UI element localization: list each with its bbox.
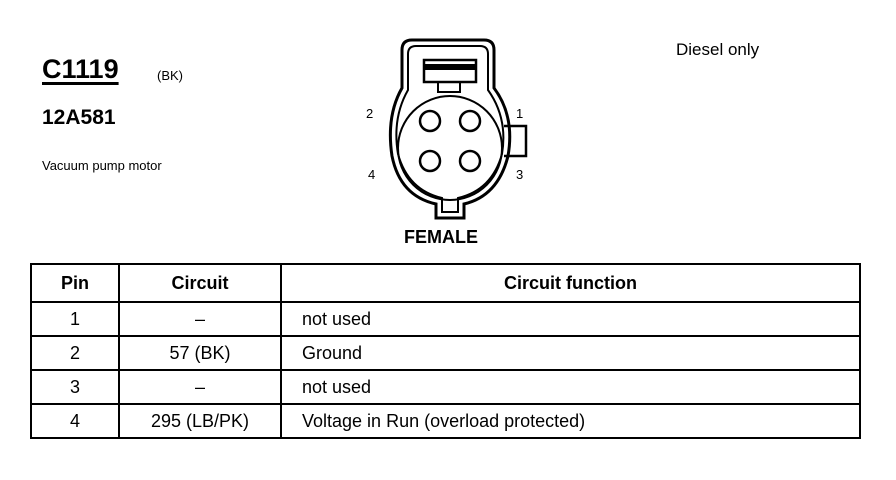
applicability-note: Diesel only bbox=[676, 40, 760, 59]
connector-gender-label: FEMALE bbox=[404, 227, 478, 247]
pin-cavity-3 bbox=[458, 149, 482, 173]
table-row: 2 57 (BK) Ground bbox=[30, 335, 861, 371]
cell-circuit: – bbox=[118, 301, 282, 337]
cell-circuit: – bbox=[118, 369, 282, 405]
table-row: 1 – not used bbox=[30, 301, 861, 337]
connector-face-diagram bbox=[388, 38, 528, 220]
part-number: 12A581 bbox=[42, 106, 116, 129]
table-row: 3 – not used bbox=[30, 369, 861, 405]
cell-pin: 1 bbox=[30, 301, 120, 337]
table-row: 4 295 (LB/PK) Voltage in Run (overload p… bbox=[30, 403, 861, 439]
locking-tab bbox=[422, 58, 478, 84]
header-circuit: Circuit bbox=[118, 263, 282, 303]
connector-housing-outline bbox=[388, 38, 512, 220]
table-header-row: Pin Circuit Circuit function bbox=[30, 263, 861, 303]
cell-pin: 4 bbox=[30, 403, 120, 439]
pin-label-3: 3 bbox=[516, 167, 524, 182]
cell-function: not used bbox=[280, 301, 861, 337]
pin-label-2: 2 bbox=[366, 106, 374, 121]
header-circuit-function: Circuit function bbox=[280, 263, 861, 303]
cell-circuit: 57 (BK) bbox=[118, 335, 282, 371]
cell-circuit: 295 (LB/PK) bbox=[118, 403, 282, 439]
connector-color-code: (BK) bbox=[157, 68, 183, 83]
pin-label-4: 4 bbox=[368, 167, 376, 182]
pin-cavity-1 bbox=[458, 109, 482, 133]
cell-pin: 2 bbox=[30, 335, 120, 371]
header-pin: Pin bbox=[30, 263, 120, 303]
cell-function: not used bbox=[280, 369, 861, 405]
pin-label-1: 1 bbox=[516, 106, 524, 121]
cell-function: Ground bbox=[280, 335, 861, 371]
pinout-table: Pin Circuit Circuit function 1 – not use… bbox=[30, 263, 861, 439]
connector-description: Vacuum pump motor bbox=[42, 158, 162, 173]
polarizing-key bbox=[504, 124, 528, 158]
cell-function: Voltage in Run (overload protected) bbox=[280, 403, 861, 439]
pin-cavity-4 bbox=[418, 149, 442, 173]
cell-pin: 3 bbox=[30, 369, 120, 405]
pin-cavity-2 bbox=[418, 109, 442, 133]
connector-id: C1119 bbox=[42, 54, 119, 84]
